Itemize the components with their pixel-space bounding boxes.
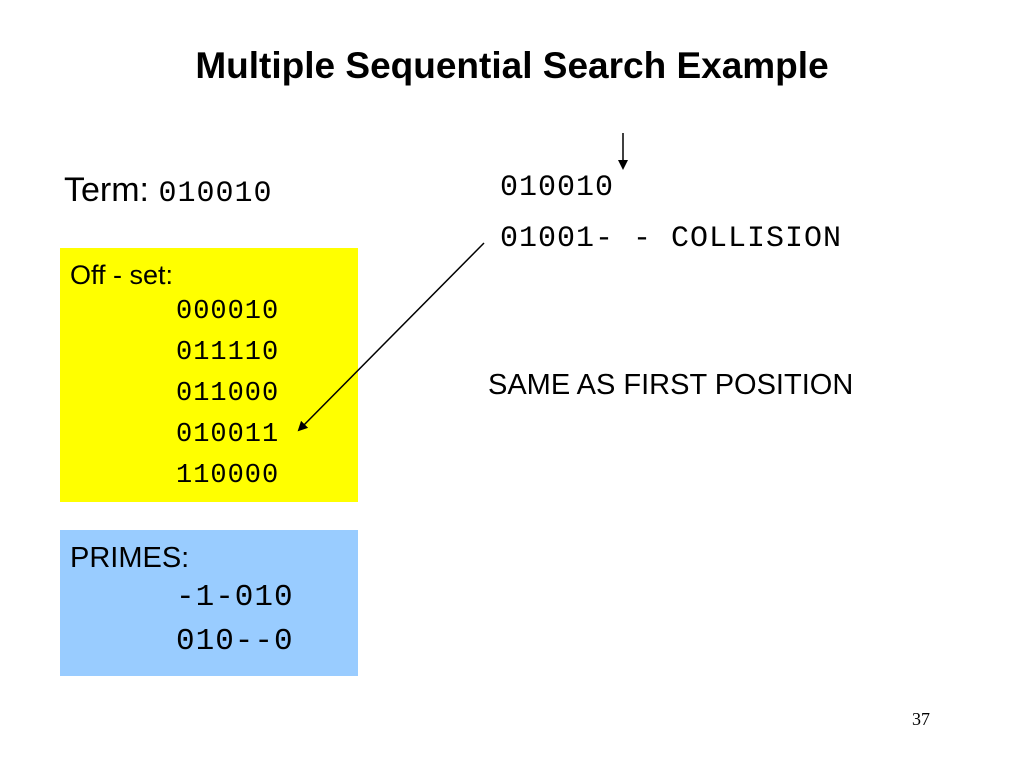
comparison-term: 010010 [500,171,615,205]
offset-set-list: 000010 011110 011000 010011 110000 [70,292,358,497]
primes-label: PRIMES: [70,542,190,574]
term-row: Term: 010010 [64,168,272,216]
offset-item: 010011 [176,420,280,450]
offset-set-box: Off - set: 000010 011110 011000 010011 1… [60,248,358,502]
primes-box: PRIMES: -1-010 010--0 [60,530,358,676]
prime-item: -1-010 [176,580,294,615]
page-number: 37 [912,709,930,729]
offset-item: 011110 [176,338,280,368]
offset-item: 000010 [176,297,280,327]
term-value: 010010 [158,177,273,211]
prime-item: 010--0 [176,624,294,659]
offset-item: 110000 [176,461,280,491]
primes-list: -1-010 010--0 [70,576,358,664]
term-label: Term: [64,171,149,209]
same-position-note: SAME AS FIRST POSITION [488,369,854,401]
comparison-collision: 01001- - COLLISION [500,222,843,256]
slide-title: Multiple Sequential Search Example [195,45,829,86]
offset-item: 011000 [176,379,280,409]
offset-set-label: Off - set: [70,260,174,290]
